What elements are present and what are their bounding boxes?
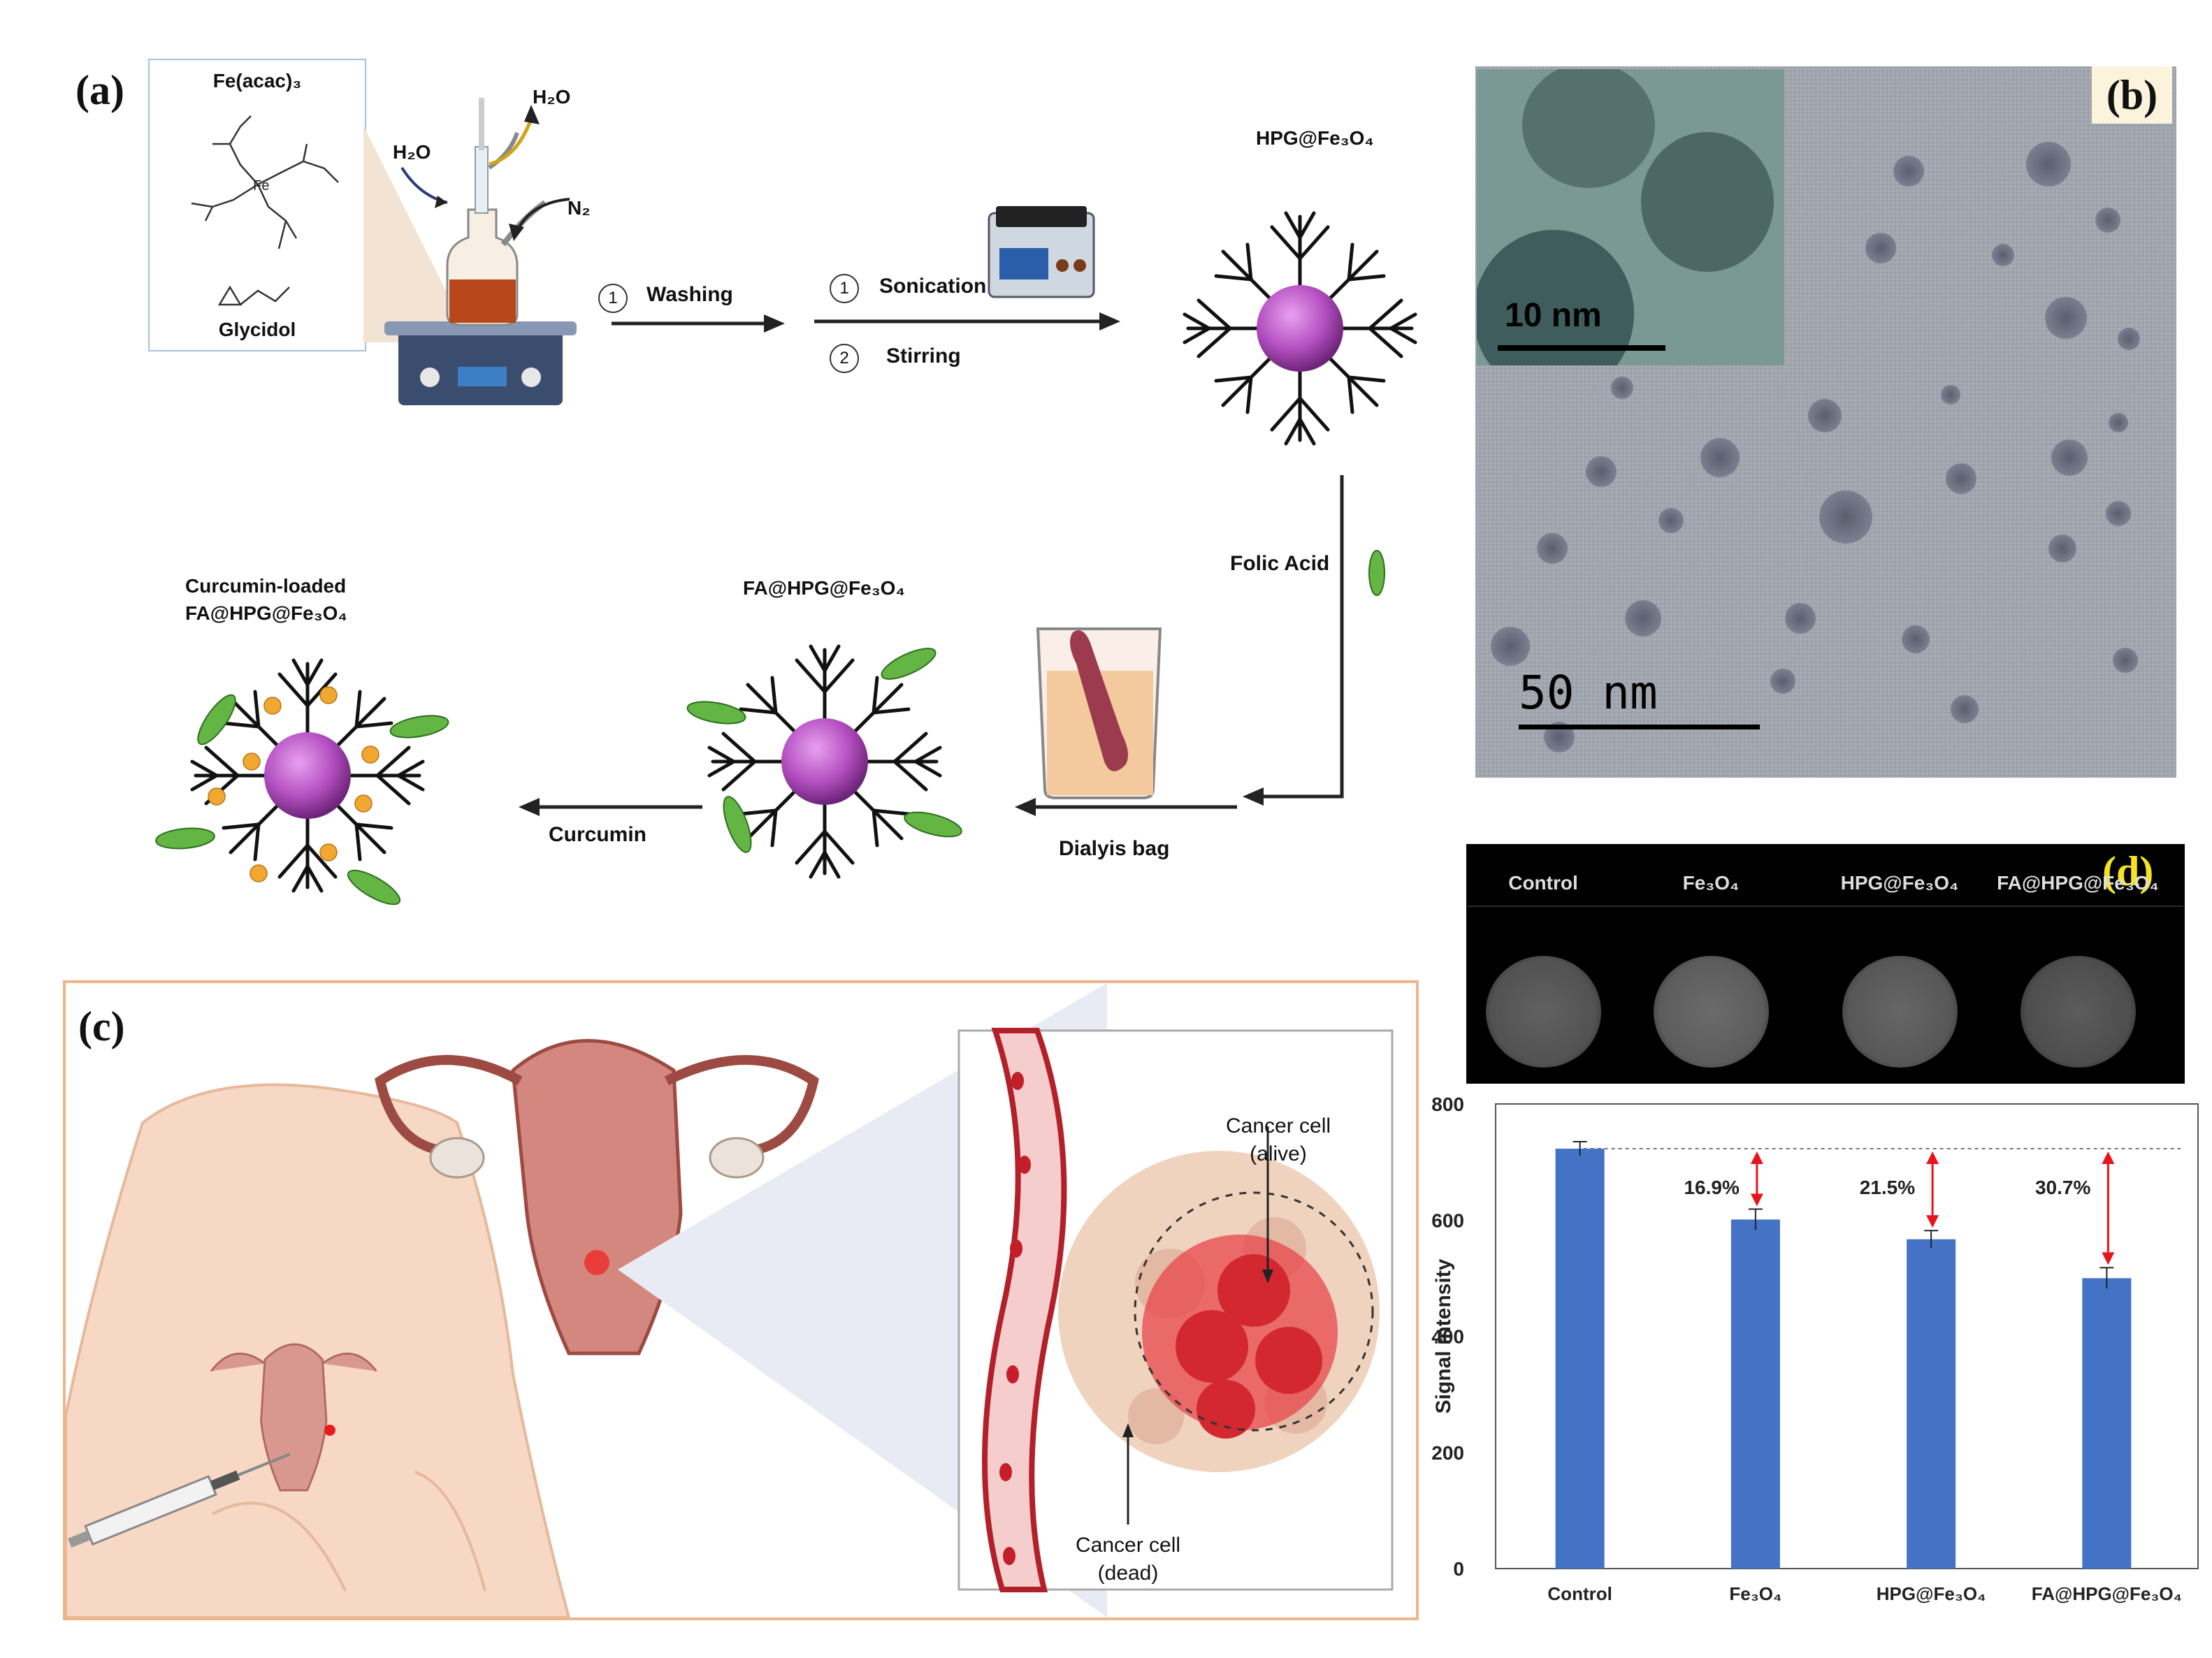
washing-arrow [612,314,785,333]
tem-inset-lattice [1475,66,1774,398]
panel-d-label: (d) [2102,848,2154,894]
final-product-label-line1: Curcumin-loaded [185,575,347,597]
bar [1730,1219,1780,1569]
y-tick-label: 400 [1431,1326,1464,1348]
zoom-wedge [363,126,461,342]
x-tick-label: Fe₃O₄ [1729,1583,1781,1604]
reduction-arrow-head [2102,1151,2115,1165]
folic-acid-arrow [1243,475,1344,806]
tem-scale-bar [1519,725,1760,729]
bars [1555,1141,2132,1569]
plot-frame [1495,1103,2199,1569]
mri-divider [1468,906,2183,907]
reagent-title: Fe(acac)₃ [212,70,302,92]
folic-acid-molecule-icon [1368,550,1385,596]
y-axis: 0 200 400 600 800 [1431,1093,1464,1580]
panel-b-label: (b) [2092,66,2172,124]
mri-image-strip: (d) Control Fe₃O₄ HPG@Fe₃O₄ FA@HPG@Fe₃O₄ [1466,844,2185,1084]
reduction-label: 30.7% [2035,1177,2090,1198]
hpg-product-label: HPG@Fe₃O₄ [1256,127,1374,149]
reduction-label: 21.5% [1860,1177,1915,1198]
x-axis: Control Fe₃O₄ HPG@Fe₃O₄ FA@HPG@Fe₃O₄ [1547,1583,2182,1604]
tem-inset: 10 nm [1475,66,1784,398]
mri-phantom [1654,956,1769,1068]
reduction-arrow-head [1926,1151,1939,1165]
fe-acac-structure: Fe [191,115,339,249]
curcumin-label: Curcumin [549,823,647,846]
reduction-label: 16.9% [1684,1177,1739,1198]
mri-sample-label: FA@HPG@Fe₃O₄ [1997,872,2159,894]
mri-phantom [1842,956,1958,1068]
signal-intensity-chart: 0 200 400 600 800 16.9% 21.5% 30.7% Control Fe₃… [1431,1093,2199,1604]
tem-scale-label: 50 nm [1519,666,1658,720]
panel-c: (c) [63,980,1419,1620]
washing-step-number: 1 [598,284,628,313]
sonicator-illustration [988,206,1095,298]
dialysis-label: Dialyis bag [1059,837,1170,860]
glycidol-structure [217,285,290,306]
y-tick-label: 800 [1431,1093,1464,1115]
y-tick-label: 0 [1453,1558,1464,1580]
curcumin-loaded-nanoparticle [155,629,449,906]
h2o-in-label: H₂O [393,141,431,163]
y-axis-label: Signal intensity [1432,1258,1455,1413]
dialysis-arrow [1015,798,1237,816]
reduction-arrows: 16.9% 21.5% 30.7% [1684,1151,2115,1265]
mri-phantom [1486,956,1601,1068]
sonication-arrow [814,312,1120,330]
hpg-nanoparticle [1183,211,1417,446]
water-out-arrow [489,105,540,166]
sonication-label: Sonication [879,275,987,298]
fe-atom-label: Fe [253,178,269,194]
washing-label: Washing [646,283,733,306]
fa-product-label: FA@HPG@Fe₃O₄ [743,577,905,599]
final-product-label-line2: FA@HPG@Fe₃O₄ [185,602,347,624]
stirring-label: Stirring [886,344,961,368]
x-tick-label: FA@HPG@Fe₃O₄ [2032,1583,2182,1604]
h2o-out-label: H₂O [533,86,571,108]
reduction-arrow-head [2102,1252,2115,1265]
mri-sample-label: HPG@Fe₃O₄ [1840,872,1959,894]
dead-label-line1: Cancer cell [1075,1534,1181,1557]
panel-a-label: (a) [75,67,124,113]
reduction-arrow-head [1750,1193,1763,1207]
mri-sample-label: Control [1508,872,1578,894]
bar [1907,1239,1956,1569]
alive-label-line2: (alive) [1250,1142,1307,1165]
y-tick-label: 200 [1431,1442,1464,1464]
reduction-arrow-head [1750,1151,1763,1165]
bar [1555,1149,1605,1569]
reagent-box: Fe(acac)₃ Fe Glycidol [148,59,366,351]
glycidol-label: Glycidol [218,319,296,340]
alive-label-line1: Cancer cell [1225,1114,1331,1137]
reduction-arrow-head [1926,1215,1939,1228]
folic-acid-label: Folic Acid [1230,552,1330,575]
x-tick-label: Control [1547,1583,1612,1604]
panel-c-illustration [66,983,1394,1617]
sonication-step-number: 1 [830,274,859,303]
stirring-step-number: 2 [830,344,859,373]
fa-nanoparticle [686,622,962,901]
tem-inset-scale-label: 10 nm [1505,297,1602,334]
mri-sample-label: Fe₃O₄ [1682,872,1740,894]
tem-image: 10 nm 50 nm (b) [1475,66,2176,778]
reaction-setup-illustration [363,98,577,405]
n2-label: N₂ [568,197,591,219]
y-tick-label: 600 [1431,1209,1464,1231]
bar [2082,1278,2132,1569]
dialysis-beaker-illustration [1036,627,1162,799]
nitrogen-arrow [509,198,570,241]
dead-label-line2: (dead) [1097,1562,1159,1585]
mri-phantom [2021,956,2136,1068]
x-tick-label: HPG@Fe₃O₄ [1877,1583,1986,1604]
panel-c-label: (c) [78,1003,125,1049]
curcumin-arrow [519,798,702,816]
